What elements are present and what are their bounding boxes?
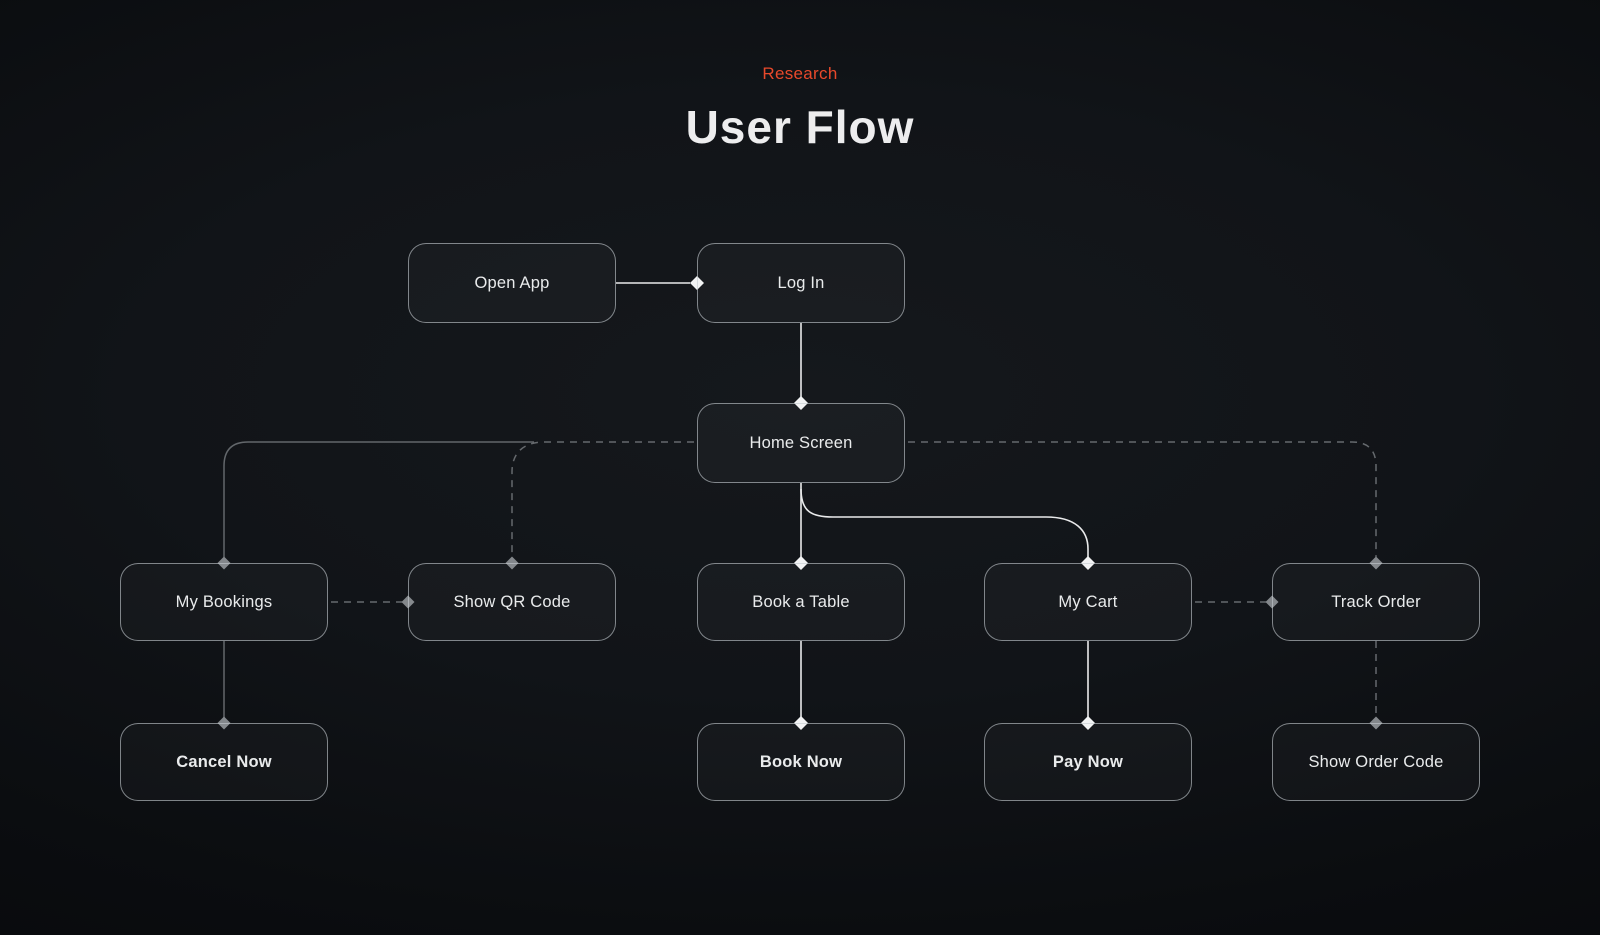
- node-log-in[interactable]: Log In: [697, 243, 905, 323]
- node-cancel-now-label: Cancel Now: [176, 752, 272, 771]
- node-show-qr-code-label: Show QR Code: [453, 592, 571, 611]
- page-title: User Flow: [685, 101, 915, 153]
- node-my-bookings-label: My Bookings: [175, 592, 273, 611]
- node-show-qr-code[interactable]: Show QR Code: [408, 563, 616, 641]
- node-home-screen[interactable]: Home Screen: [697, 403, 905, 483]
- node-track-order[interactable]: Track Order: [1272, 563, 1480, 641]
- node-my-cart-label: My Cart: [1058, 592, 1118, 611]
- node-open-app-label: Open App: [474, 273, 550, 292]
- edge-home-to-show-qr: [511, 441, 694, 557]
- node-pay-now-label: Pay Now: [1052, 752, 1124, 771]
- node-book-now[interactable]: Book Now: [697, 723, 905, 801]
- node-book-now-label: Book Now: [759, 752, 843, 771]
- node-home-screen-label: Home Screen: [749, 433, 853, 452]
- node-my-cart[interactable]: My Cart: [984, 563, 1192, 641]
- node-open-app[interactable]: Open App: [408, 243, 616, 323]
- node-log-in-label: Log In: [777, 273, 825, 292]
- node-pay-now[interactable]: Pay Now: [984, 723, 1192, 801]
- node-book-a-table-label: Book a Table: [752, 592, 850, 611]
- edge-home-to-my-cart: [800, 488, 1089, 557]
- node-track-order-label: Track Order: [1331, 592, 1421, 611]
- node-show-order-code[interactable]: Show Order Code: [1272, 723, 1480, 801]
- node-cancel-now[interactable]: Cancel Now: [120, 723, 328, 801]
- node-my-bookings[interactable]: My Bookings: [120, 563, 328, 641]
- edge-home-to-my-bookings: [223, 441, 534, 557]
- node-book-a-table[interactable]: Book a Table: [697, 563, 905, 641]
- node-show-order-code-label: Show Order Code: [1308, 752, 1444, 771]
- eyebrow-label: Research: [762, 64, 838, 83]
- edge-home-to-track-order: [908, 441, 1377, 557]
